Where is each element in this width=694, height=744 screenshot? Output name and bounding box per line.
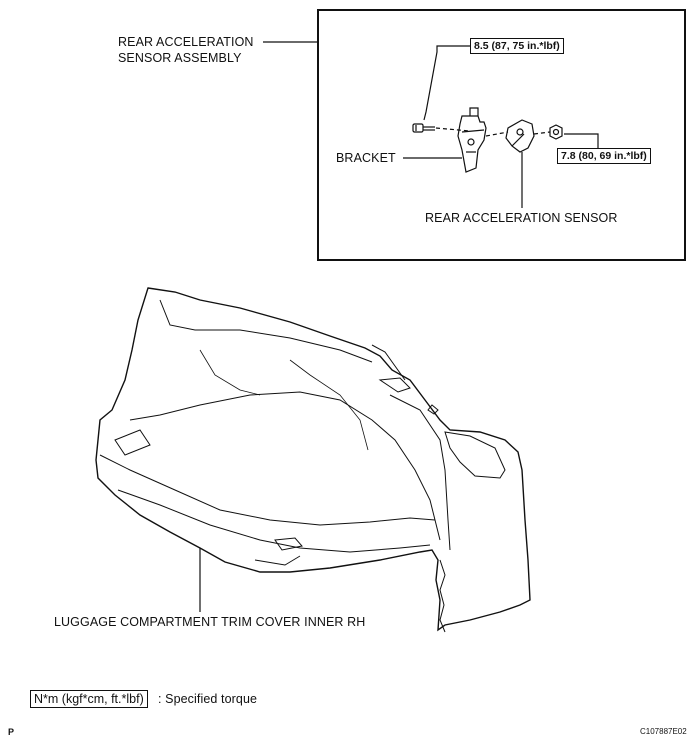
bolt-torque-leader xyxy=(423,45,470,121)
sensor-icon xyxy=(505,119,535,153)
bolt-torque-box: 8.5 (87, 75 in.*lbf) xyxy=(470,38,564,54)
assembly-label-line2: SENSOR ASSEMBLY xyxy=(118,51,242,65)
bracket-icon xyxy=(457,107,487,173)
nut-torque-box: 7.8 (80, 69 in.*lbf) xyxy=(557,148,651,164)
nut-torque-leader xyxy=(564,133,599,148)
assembly-label-line1: REAR ACCELERATION xyxy=(118,35,254,49)
figure-code: C107887E02 xyxy=(640,727,687,736)
nut-icon xyxy=(549,124,563,140)
torque-unit-legend-box: N*m (kgf*cm, ft.*lbf) xyxy=(30,690,148,708)
trim-cover-label: LUGGAGE COMPARTMENT TRIM COVER INNER RH xyxy=(54,615,366,629)
sensor-label: REAR ACCELERATION SENSOR xyxy=(425,211,618,225)
trim-cover-outline xyxy=(95,287,531,632)
page-mark: P xyxy=(8,727,15,737)
bracket-label: BRACKET xyxy=(336,151,396,165)
torque-legend-description: : Specified torque xyxy=(158,692,258,706)
detail-inset-frame xyxy=(317,9,686,261)
bolt-icon xyxy=(412,123,435,133)
